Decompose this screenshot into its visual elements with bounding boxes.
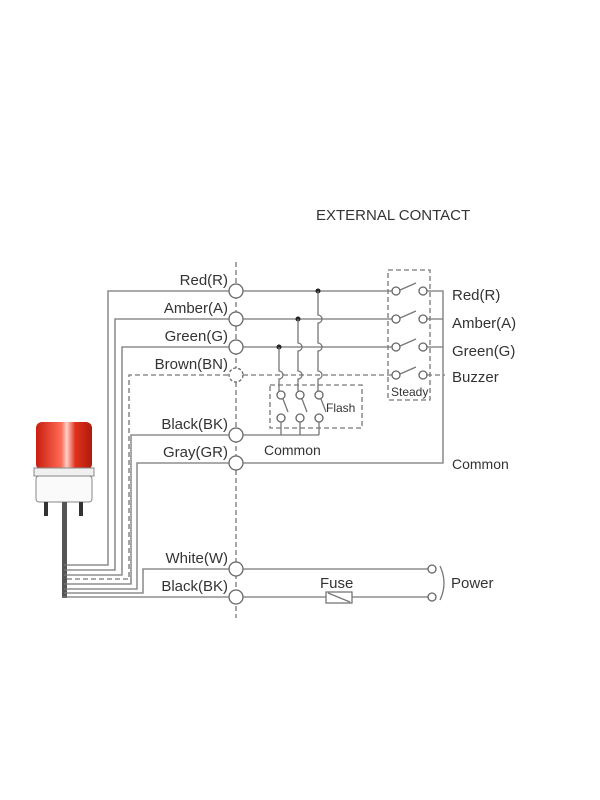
lamp-cable-wires — [62, 290, 236, 598]
fuse-icon — [325, 591, 353, 604]
terminal-label-white: White(W) — [166, 550, 229, 567]
output-label-green: Green(G) — [452, 343, 515, 360]
flash-label: Flash — [326, 401, 355, 415]
output-label-red: Red(R) — [452, 287, 500, 304]
terminal-label-brown: Brown(BN) — [155, 356, 228, 373]
steady-label: Steady — [391, 385, 428, 399]
terminal-label-black-power: Black(BK) — [161, 578, 228, 595]
output-label-amber: Amber(A) — [452, 315, 516, 332]
terminal-label-black: Black(BK) — [161, 416, 228, 433]
diagram-title: EXTERNAL CONTACT — [316, 207, 470, 224]
terminal-label-gray: Gray(GR) — [163, 444, 228, 461]
terminal-label-amber: Amber(A) — [164, 300, 228, 317]
power-circuit: Fuse Power — [243, 564, 494, 604]
terminals — [228, 283, 244, 605]
terminal-label-green: Green(G) — [165, 328, 228, 345]
steady-circuit: Steady — [243, 269, 445, 464]
signal-lamp — [33, 422, 95, 598]
output-label-buzzer: Buzzer — [452, 369, 499, 386]
flash-common-label: Common — [264, 442, 321, 458]
flash-circuit: Flash Common — [243, 288, 363, 458]
output-label-common: Common — [452, 456, 509, 472]
terminal-label-red: Red(R) — [180, 272, 228, 289]
fuse-label: Fuse — [320, 575, 353, 592]
power-label: Power — [451, 575, 494, 592]
